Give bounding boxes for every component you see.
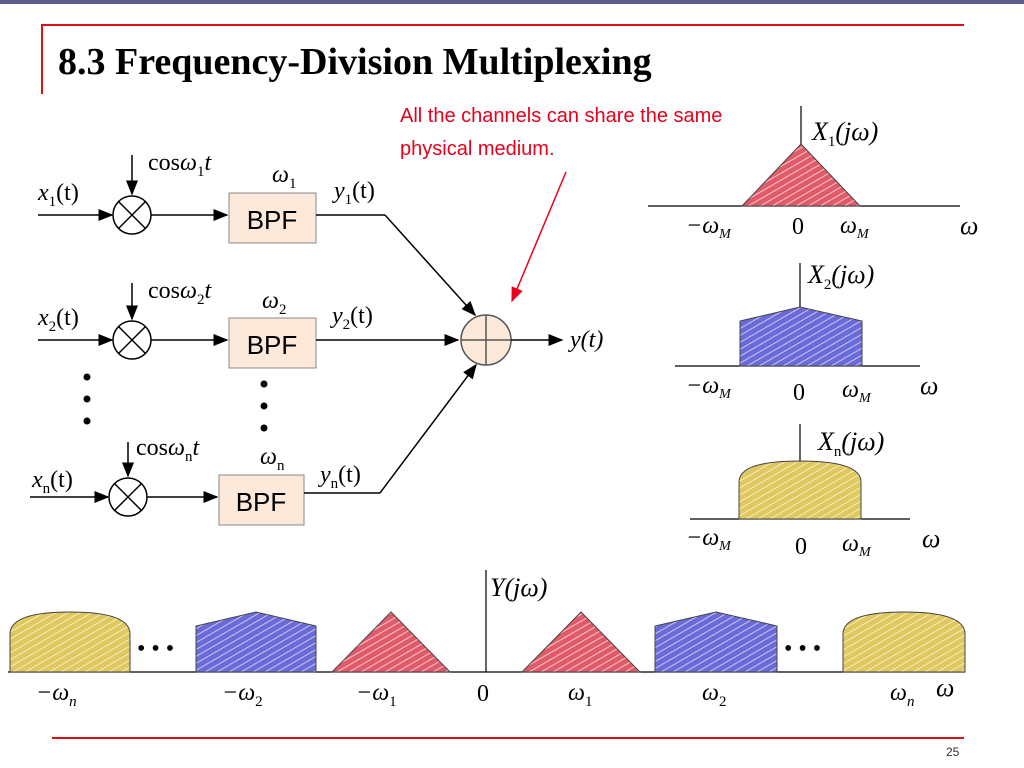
xn-zero: 0 [795,534,807,560]
output-label-n: yn(t) [318,462,361,492]
slide-title: 8.3 Frequency-Division Multiplexing [58,41,652,83]
carrier-label-n: cosωnt [136,435,200,465]
carrier-label-1: cosω1t [148,150,212,180]
x2-axis-omega: ω [920,371,938,400]
x1-axis-omega: ω [960,211,978,240]
y-dots-right: • • • [784,636,821,662]
bpf-label-2: BPF [247,330,298,360]
y-tick-zero: 0 [477,681,489,707]
x2-pos-omega-m: ωM [842,377,872,406]
y-tick-neg-omega-1: −ω1 [356,680,397,710]
xn-neg-omega-m: −ωM [686,525,732,554]
channel-n: xn(t) cosωnt BPF ωn yn(t) [30,363,477,526]
output-label-2: y2(t) [330,303,373,333]
xn-axis-omega: ω [922,524,940,553]
input-label-n: xn(t) [31,467,73,497]
combined-spectrum: Y(jω) • • • • • • −ωn −ω2 −ω1 0 ω1 [8,570,966,710]
x2-spectrum-label: X2(jω) [807,260,874,293]
x1-pos-omega-m: ωM [840,213,870,242]
footer-rule [52,737,964,739]
y-band-neg-n [9,611,131,673]
title-rule [41,24,964,26]
input-label-2: x2(t) [37,305,79,335]
y-spectrum-label: Y(jω) [490,573,547,602]
x2-neg-omega-m: −ωM [686,373,732,402]
y-tick-omega-2: ω2 [702,680,726,710]
x1-triangle-spectrum [740,143,862,207]
y-axis-omega: ω [936,673,954,702]
bpf-label-1: BPF [247,205,298,235]
x2-zero: 0 [793,380,805,406]
bpf-box-n [218,474,305,526]
carrier-label-2: cosω2t [148,278,212,308]
x1-spectrum-label: X1(jω) [811,117,878,150]
output-label-1: y1(t) [332,178,375,208]
sum-arrow-n [379,363,477,494]
sum-arrow-1 [384,214,477,317]
x1-neg-omega-m: −ωM [686,213,732,242]
y-band-pos-1 [520,611,642,673]
shared-medium-note: All the channels can share the same phys… [400,105,723,160]
bpf-box-2 [228,317,317,369]
channel-2: x2(t) cosω2t BPF ω2 y2(t) [37,278,460,369]
y-tick-omega-1: ω1 [568,680,592,710]
passband-label-n: ωn [260,444,285,474]
bpf-label-n: BPF [236,487,287,517]
channel-1: x1(t) cosω1t BPF ω1 y1(t) [37,150,477,317]
x1-zero: 0 [792,214,804,240]
title-side-rule [41,24,43,94]
passband-label-2: ω2 [262,288,286,318]
y-band-pos-n [842,611,966,673]
y-tick-neg-omega-n: −ωn [36,680,77,710]
passband-label-1: ω1 [272,162,296,192]
x2-trapezoid-spectrum [739,306,863,367]
channel-ellipsis [83,373,268,432]
spectrum-xn: Xn(jω) −ωM 0 ωM ω [686,424,940,560]
spectrum-x1: X1(jω) −ωM 0 ωM ω [648,106,978,242]
xn-pos-omega-m: ωM [842,531,872,560]
xn-dome-spectrum [738,460,862,520]
xn-spectrum-label: Xn(jω) [817,427,884,460]
page-number: 25 [946,745,960,759]
summer: y(t) [460,314,603,366]
y-band-pos-2 [654,611,778,673]
spectrum-x2: X2(jω) −ωM 0 ωM ω [675,260,938,406]
y-tick-omega-n: ωn [890,680,914,710]
y-dots-left: • • • [137,636,174,662]
top-rule [0,0,1024,4]
input-label-1: x1(t) [37,180,79,210]
y-tick-neg-omega-2: −ω2 [222,680,263,710]
y-band-neg-1 [330,611,452,673]
output-signal-label: y(t) [568,327,603,353]
y-band-neg-2 [195,611,317,673]
bpf-box-1 [228,192,317,244]
medium-pointer-arrow [511,171,567,303]
